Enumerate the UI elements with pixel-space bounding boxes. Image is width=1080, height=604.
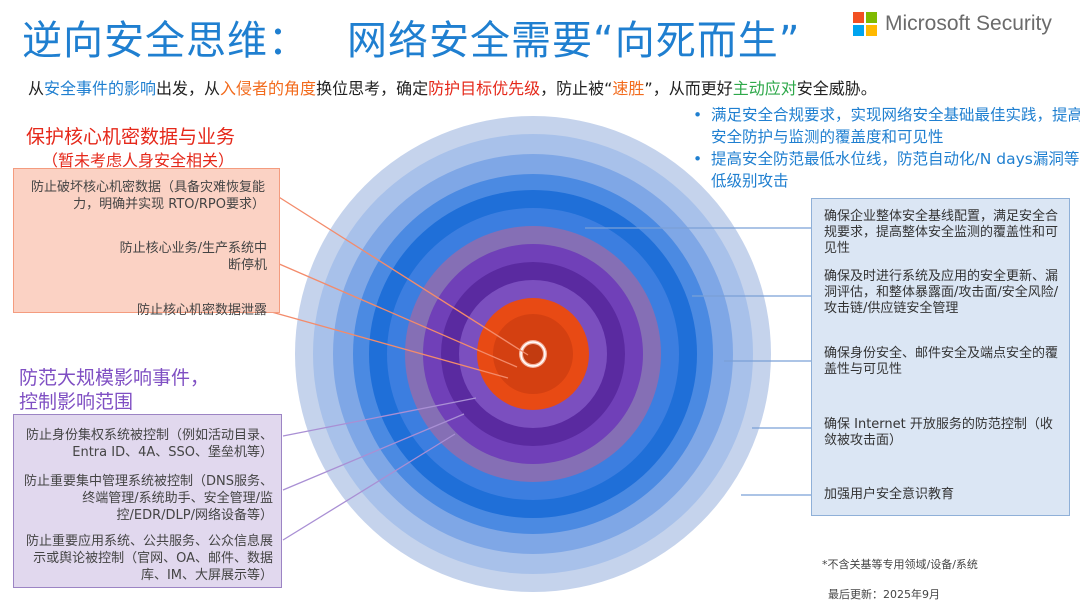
impact-section-heading: 防范大规模影响事件， 控制影响范围 bbox=[19, 366, 209, 414]
title-part2: 网络安全需要“向死而生” bbox=[347, 18, 801, 64]
baseline-item: 确保及时进行系统及应用的安全更新、漏洞评估，和整体暴露面/攻击面/安全风险/攻击… bbox=[824, 269, 1059, 316]
subtitle-seg: 出发，从 bbox=[156, 79, 221, 98]
logo-text: Microsoft Security bbox=[885, 12, 1052, 35]
baseline-item: 确保身份安全、邮件安全及端点安全的覆盖性与可见性 bbox=[824, 346, 1059, 377]
baseline-item: 确保 Internet 开放服务的防范控制（收敛被攻击面） bbox=[824, 417, 1053, 448]
subtitle-seg: 安全威胁。 bbox=[796, 79, 877, 98]
core-item: 防止核心业务/生产系统中断停机 bbox=[119, 241, 267, 273]
bullet-item: 提高安全防范最低水位线，防范自动化/N days漏洞等低级别攻击 bbox=[693, 148, 1080, 192]
connector-red-2 bbox=[269, 259, 518, 368]
bullet-item: 满足安全合规要求，实现网络安全基础最佳实践，提高安全防护与监测的覆盖度和可见性 bbox=[693, 104, 1080, 148]
rings-group bbox=[295, 116, 771, 592]
microsoft-logo-icon bbox=[853, 12, 877, 36]
subtitle-highlight: 安全事件的影响 bbox=[44, 79, 157, 98]
subtitle-seg: 从 bbox=[28, 79, 45, 98]
baseline-item: 确保企业整体安全基线配置，满足安全合规要求，提高整体安全监测的覆盖性和可见性 bbox=[824, 209, 1059, 256]
connector-purple-3 bbox=[282, 433, 456, 541]
core-section-subheading: （暂未考虑人身安全相关） bbox=[42, 151, 235, 170]
subtitle-seg: ，防止被“ bbox=[540, 79, 613, 98]
goal-bullets: 满足安全合规要求，实现网络安全基础最佳实践，提高安全防护与监测的覆盖度和可见性 … bbox=[693, 104, 1080, 192]
title-part1: 逆向安全思维： bbox=[22, 18, 309, 64]
ring-14 bbox=[523, 344, 543, 364]
subtitle: 从安全事件的影响出发，从入侵者的角度换位思考，确定防护目标优先级，防止被“速胜”… bbox=[28, 75, 877, 99]
subtitle-highlight: 速胜 bbox=[612, 79, 645, 98]
page-title: 逆向安全思维： 网络安全需要“向死而生” bbox=[22, 8, 800, 66]
impact-heading-line1: 防范大规模影响事件， bbox=[19, 367, 210, 389]
subtitle-seg: ”，从而更好 bbox=[644, 79, 733, 98]
subtitle-seg: 换位思考，确定 bbox=[316, 79, 429, 98]
subtitle-highlight: 防护目标优先级 bbox=[428, 79, 541, 98]
footnote: *不含关基等专用领域/设备/系统 bbox=[822, 558, 978, 571]
core-section-heading: 保护核心机密数据与业务 bbox=[26, 126, 236, 148]
subtitle-highlight: 主动应对 bbox=[732, 79, 797, 98]
center-target-outline bbox=[520, 341, 546, 367]
impact-item: 防止重要集中管理系统被控制（DNS服务、终端管理/系统助手、安全管理/监控/ED… bbox=[24, 474, 273, 523]
last-updated: 最后更新：2025年9月 bbox=[828, 588, 940, 601]
microsoft-security-logo: Microsoft Security bbox=[853, 12, 1052, 36]
impact-heading-line2: 控制影响范围 bbox=[19, 391, 134, 413]
impact-item: 防止身份集权系统被控制（例如活动目录、Entra ID、4A、SSO、堡垒机等） bbox=[25, 428, 273, 460]
impact-section-box: 防止身份集权系统被控制（例如活动目录、Entra ID、4A、SSO、堡垒机等）… bbox=[13, 414, 282, 588]
core-item: 防止破坏核心机密数据（具备灾难恢复能力，明确并实现 RTO/RPO要求） bbox=[30, 180, 265, 212]
impact-item: 防止重要应用系统、公共服务、公众信息展示或舆论被控制（官网、OA、邮件、数据库、… bbox=[25, 534, 273, 583]
baseline-item: 加强用户安全意识教育 bbox=[824, 487, 955, 502]
connector-red-1 bbox=[273, 193, 529, 356]
baseline-section-box: 确保企业整体安全基线配置，满足安全合规要求，提高整体安全监测的覆盖性和可见性 确… bbox=[811, 198, 1070, 516]
core-section-box: 防止破坏核心机密数据（具备灾难恢复能力，明确并实现 RTO/RPO要求） 防止核… bbox=[13, 168, 280, 318]
connector-purple-1 bbox=[282, 397, 477, 437]
connector-purple-2 bbox=[282, 413, 465, 491]
connector-lines bbox=[267, 193, 811, 541]
core-item: 防止核心机密数据泄露 bbox=[136, 303, 267, 318]
subtitle-highlight: 入侵者的角度 bbox=[220, 79, 317, 98]
connector-red-3 bbox=[267, 310, 509, 379]
